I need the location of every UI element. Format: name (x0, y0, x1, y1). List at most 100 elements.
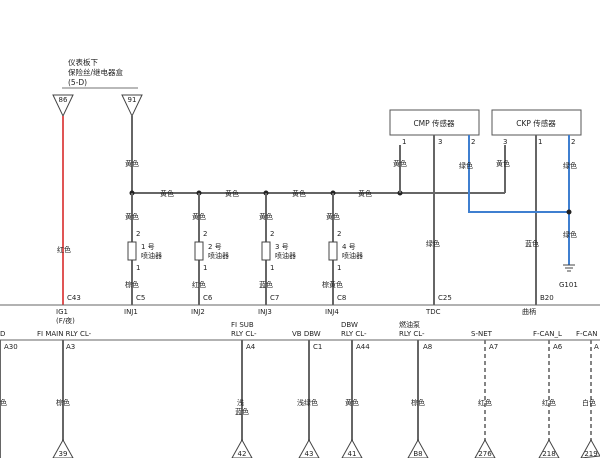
injector-top-pin: 2 (337, 230, 341, 238)
bus-label-2: 黄色 (225, 189, 239, 198)
bottom-wire-color: 色 (0, 398, 7, 407)
injector-body (328, 241, 338, 261)
ckp-sensor: CKP 传感器 3 1 2 (491, 109, 582, 146)
ground-symbol: G101 (559, 264, 578, 289)
ckp-pin: 2 (571, 138, 575, 146)
bottom-wire-color: 棕色 (56, 398, 70, 407)
ecu-out-name: D (0, 330, 5, 338)
injector-body (194, 241, 204, 261)
bottom-wire-color: 红色 (478, 398, 492, 407)
injector-term: C5 (136, 294, 145, 302)
ckp-ground-color-bottom: 绿色 (563, 230, 577, 239)
bottom-pin: B8 (407, 438, 429, 458)
ecu-out-name: DBW (341, 321, 358, 329)
bottom-wire-color: 浅 (237, 398, 244, 407)
bus-label-4: 黄色 (358, 189, 372, 198)
injector-supply-color: 黄色 (125, 212, 139, 221)
cmp-ground-color: 绿色 (459, 161, 473, 170)
injector-name-2: 喷油器 (141, 251, 162, 260)
ecu-out-name: F-CAN_L (533, 330, 562, 338)
ground-label: G101 (559, 281, 578, 289)
svg-text:42: 42 (238, 450, 247, 458)
injector-bottom-pin: 1 (270, 264, 274, 272)
fuse-pin-91: 91 (121, 94, 143, 118)
svg-text:41: 41 (348, 450, 357, 458)
cmp-pin: 3 (438, 138, 442, 146)
ckp-pin: 3 (503, 138, 507, 146)
injector-name-1: 3 号 (275, 243, 289, 251)
ecu-out-term: A6 (553, 343, 563, 351)
fuse-box-note-line2: 保险丝/继电器盒 (68, 67, 124, 77)
crank-wire-color: 蓝色 (525, 239, 539, 248)
injector-supply-color: 黄色 (259, 212, 273, 221)
ecu-out-name: FI MAIN RLY CL- (37, 330, 92, 338)
injector-name-2: 喷油器 (275, 251, 296, 260)
fuse-pin-86-label: 86 (59, 96, 68, 104)
svg-text:39: 39 (59, 450, 68, 458)
injector-term: C8 (337, 294, 346, 302)
svg-text:276: 276 (478, 450, 492, 458)
tdc-wire-color: 绿色 (426, 239, 440, 248)
injector-body (261, 241, 271, 261)
crank-term: B20 (540, 294, 554, 302)
ckp-sensor-label: CKP 传感器 (516, 118, 556, 128)
ecu-out-term: A8 (423, 343, 432, 351)
ecu-inj: INJ1 (124, 308, 138, 316)
ecu-out-term: A (594, 343, 599, 351)
injector-name-1: 2 号 (208, 243, 222, 251)
injector-term: C6 (203, 294, 213, 302)
injector-1: 黄色 2 1 号 喷油器 1 棕色 C5 (125, 193, 162, 305)
ckp-ground-color-top: 绿色 (563, 161, 577, 170)
injector-name-2: 喷油器 (342, 251, 363, 260)
ecu-inj: INJ2 (191, 308, 205, 316)
bottom-pin: 42 (231, 438, 253, 458)
bottom-wire-color: 红色 (542, 398, 556, 407)
cmp-ground-wire (468, 135, 569, 213)
ig1-wire-color: 红色 (57, 245, 71, 254)
cmp-pin: 1 (402, 138, 406, 146)
fuse-box-note: 仪表板下 保险丝/继电器盒 (5-D) (68, 57, 124, 87)
injector-out-color: 蓝色 (259, 280, 273, 289)
bottom-pin: 219 (580, 438, 600, 458)
ecu-inj: INJ4 (325, 308, 339, 316)
svg-text:218: 218 (542, 450, 555, 458)
ecu-out-name: FI SUB (231, 321, 254, 329)
injector-supply-color: 黄色 (326, 212, 340, 221)
ground-junction (566, 209, 572, 215)
bottom-wire-color: 棕色 (411, 398, 425, 407)
injector-bottom-pin: 1 (136, 264, 140, 272)
cmp-sensor-label: CMP 传感器 (413, 118, 455, 128)
cmp-sensor: CMP 传感器 1 3 2 (389, 109, 480, 146)
svg-text:43: 43 (305, 450, 314, 458)
bottom-pin: 41 (341, 438, 363, 458)
injector-2: 黄色 2 2 号 喷油器 1 红色 C6 (192, 193, 229, 305)
injector-4: 黄色 2 4 号 喷油器 1 棕黄色 C8 (322, 193, 363, 305)
fuse-box-note-line1: 仪表板下 (68, 57, 98, 67)
ecu-out-term: A4 (246, 343, 256, 351)
injector-top-pin: 2 (136, 230, 140, 238)
ecu-ig1-sub: (F/夜) (56, 316, 75, 325)
ecu-out-term: A30 (4, 343, 18, 351)
fuse-91-wire-color: 黄色 (125, 159, 139, 168)
injector-out-color: 棕黄色 (322, 280, 343, 289)
ecu-out-name: S-NET (471, 330, 493, 338)
bottom-pin: 43 (298, 438, 320, 458)
injector-supply-color: 黄色 (192, 212, 206, 221)
injector-top-pin: 2 (270, 230, 274, 238)
fuse-box-note-line3: (5-D) (68, 78, 87, 87)
ecu-out-term: A3 (66, 343, 75, 351)
bus-label-3: 黄色 (292, 189, 306, 198)
bottom-wire-color: 黄色 (345, 398, 359, 407)
ecu-out-name: RLY CL- (341, 330, 367, 338)
fuse-pin-91-label: 91 (128, 96, 137, 104)
fuse-pin-86: 86 (52, 94, 74, 118)
ecu-out-term: A7 (489, 343, 498, 351)
ecu-out-name: RLY CL- (399, 330, 425, 338)
injector-body (127, 241, 137, 261)
ecu-crank: 曲柄 (522, 307, 536, 316)
bottom-pin: 218 (538, 438, 560, 458)
svg-text:219: 219 (584, 450, 597, 458)
ecu-tdc: TDC (425, 308, 441, 316)
injector-out-color: 红色 (192, 280, 206, 289)
